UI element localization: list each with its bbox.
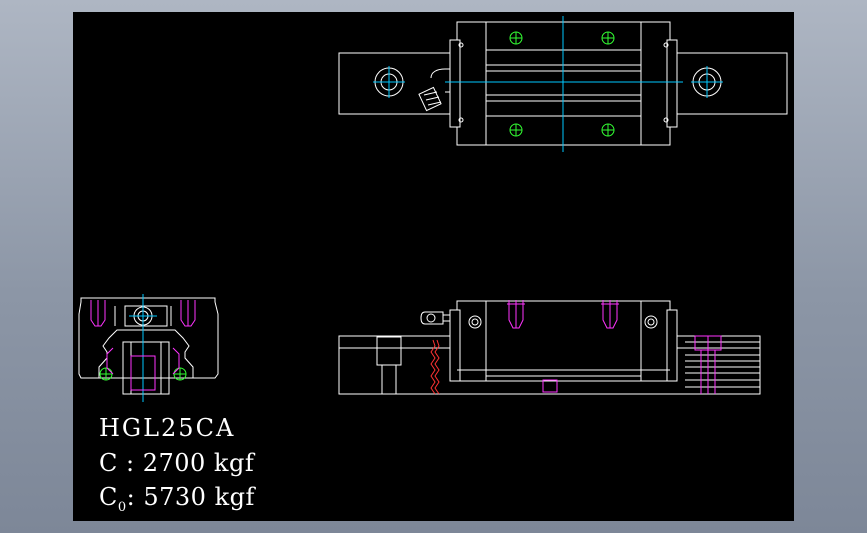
static-load-subscript: 0 [117,500,127,515]
end-seal-left [449,39,461,128]
section-break-line [430,339,436,395]
grease-nipple-side [420,311,450,325]
side-seal-screw-left [468,315,482,329]
static-load-rating: C0: 5730 kgf [99,483,255,515]
front-view [338,300,761,395]
end-seal-right [666,39,678,128]
recirculation-balls [99,31,615,381]
side-seal-screw-right [644,315,658,329]
block-end-outline [78,297,219,379]
static-load-symbol: C [99,483,118,511]
rail-bolt-counterbore [376,336,402,366]
static-load-value: : 5730 kgf [126,483,255,511]
cad-drawing-canvas[interactable]: HGL25CA C : 2700 kgf C0: 5730 kgf [73,12,794,521]
dynamic-load-rating: C : 2700 kgf [99,449,255,477]
centerlines [129,16,723,402]
model-number: HGL25CA [99,414,236,442]
grease-nipple-top [418,68,451,112]
block-side-body [456,300,671,382]
end-view [78,297,219,395]
mounting-bolts [90,300,722,394]
cad-drawing [78,16,788,402]
